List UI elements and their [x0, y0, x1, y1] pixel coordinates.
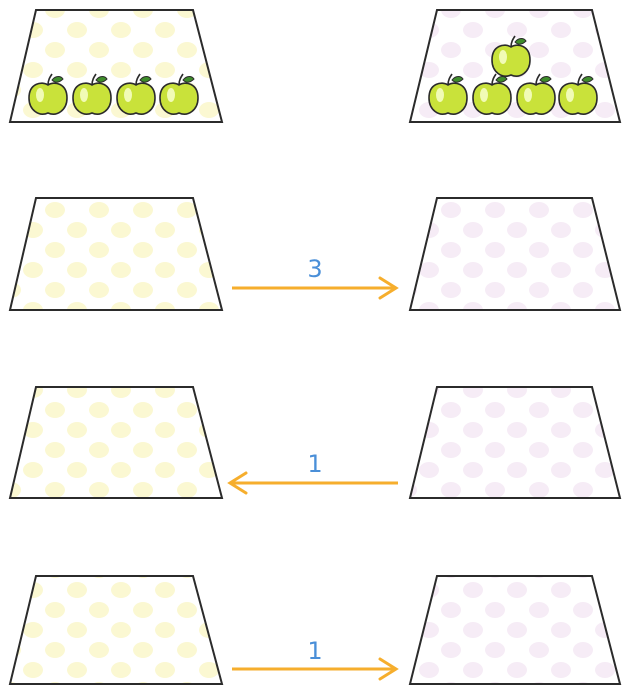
row-3: 1 [10, 387, 620, 498]
row-1 [10, 10, 620, 122]
arrow-label: 3 [307, 255, 322, 283]
arrow-label: 1 [307, 450, 322, 478]
right-plate [410, 387, 620, 498]
row-2: 3 [10, 198, 620, 310]
left-plate [10, 198, 222, 310]
right-plate [410, 576, 620, 684]
right-plate [410, 198, 620, 310]
left-plate [10, 576, 222, 684]
arrow-label: 1 [307, 637, 322, 665]
row-4: 1 [10, 576, 620, 684]
left-plate [10, 387, 222, 498]
